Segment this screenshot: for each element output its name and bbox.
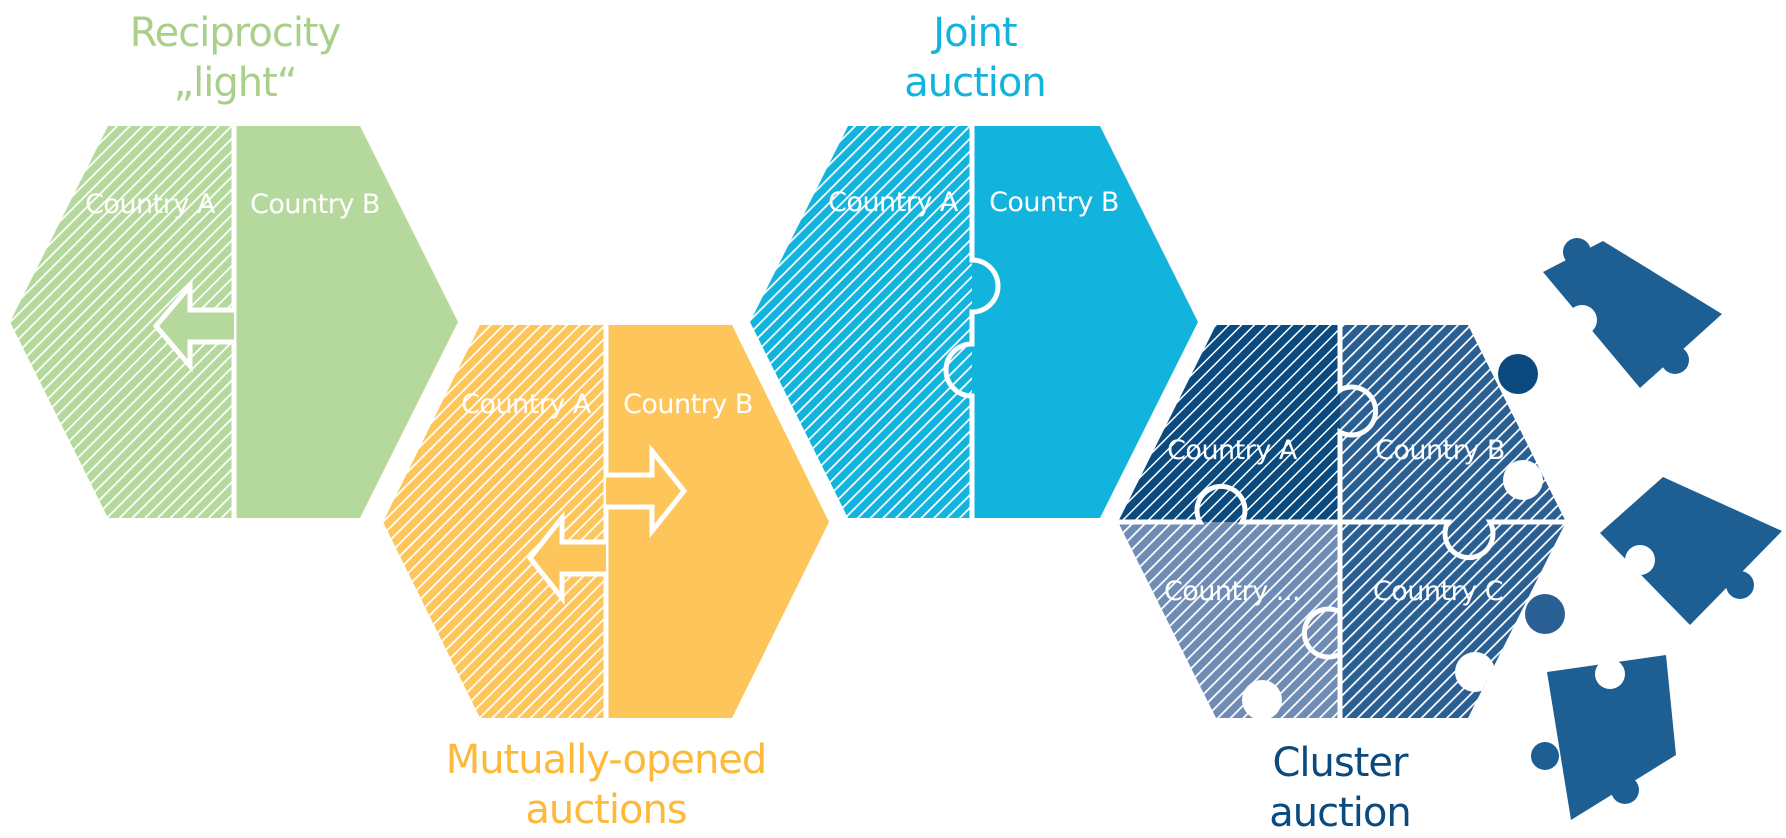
puzzle-piece-icon [1543, 238, 1722, 388]
puzzle-knob [1525, 594, 1565, 634]
cluster-country-b-label: Country B [1375, 435, 1505, 466]
missing-piece-notch [1503, 460, 1543, 500]
mutual-title-line2: auctions [525, 787, 687, 833]
cluster-country-c-label: Country C [1373, 576, 1503, 607]
mutual-country-a-label: Country A [461, 389, 592, 420]
cluster-hexagon: Country A Country B Country ... Country … [1118, 325, 1566, 718]
cluster-vertical-divider [1337, 325, 1379, 718]
cluster-tab [1301, 606, 1342, 660]
mutual-country-b-label: Country B [623, 389, 753, 420]
reciprocity-hexagon: Country A Country B [10, 126, 458, 518]
reciprocity-title: Reciprocity „light“ [110, 8, 360, 108]
right-arrow-icon [606, 443, 688, 539]
mutual-title: Mutually-opened auctions [436, 735, 776, 835]
joint-title: Joint auction [850, 8, 1100, 108]
left-arrow-icon [526, 510, 606, 606]
left-arrow-icon [152, 279, 234, 373]
joint-title-line1: Joint [933, 10, 1017, 56]
puzzle-piece-icon [1531, 655, 1676, 820]
missing-piece-notch [1242, 680, 1282, 718]
cluster-title: Cluster auction [1215, 738, 1465, 838]
cluster-horizontal-divider [1118, 483, 1566, 561]
puzzle-piece-icon [1600, 477, 1782, 625]
floating-puzzle-pieces [1531, 238, 1782, 820]
puzzle-joint-divider [943, 126, 1001, 518]
joint-hexagon: Country A Country B [750, 126, 1198, 518]
missing-piece-notch [1455, 652, 1495, 692]
cluster-title-line1: Cluster [1272, 740, 1409, 786]
reciprocity-title-line1: Reciprocity [129, 10, 342, 56]
puzzle-knob [1498, 354, 1538, 394]
joint-country-a-label: Country A [828, 187, 959, 218]
cluster-country-a-label: Country A [1167, 435, 1298, 466]
joint-country-b-label: Country B [989, 187, 1119, 218]
mutual-hexagon: Country A Country B [383, 325, 829, 718]
reciprocity-country-b-label: Country B [250, 189, 380, 220]
reciprocity-country-a-label: Country A [85, 189, 216, 220]
cluster-title-line2: auction [1269, 790, 1411, 836]
mutual-title-line1: Mutually-opened [445, 737, 768, 783]
joint-title-line2: auction [904, 60, 1046, 106]
reciprocity-title-line2: „light“ [173, 60, 297, 106]
cluster-country-more-label: Country ... [1164, 576, 1300, 607]
